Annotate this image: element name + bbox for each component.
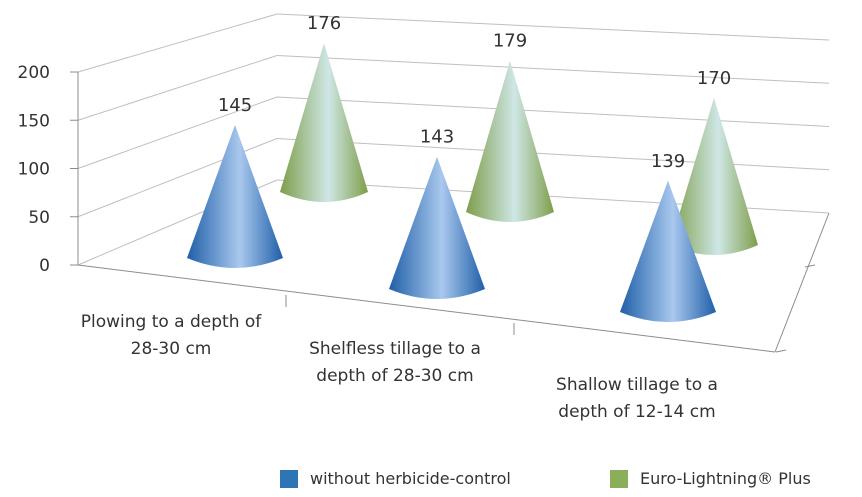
category-label-0: Plowing to a depth of 28-30 cm	[31, 309, 311, 363]
category-label-2: Shallow tillage to a depth of 12-14 cm	[497, 372, 777, 426]
y-tick-label-4: 200	[18, 63, 50, 83]
category-label-0-line-0: Plowing to a depth of	[80, 312, 262, 332]
data-label-series-0-category-1: 143	[420, 127, 454, 148]
y-tick-label-3: 150	[18, 111, 50, 131]
data-label-series-1-category-2: 170	[697, 68, 731, 89]
legend: without herbicide-control Euro-Lightning…	[0, 469, 862, 495]
legend-swatch-series-1	[610, 469, 628, 488]
depth-tick-mark-1	[775, 349, 787, 353]
category-label-2-line-1: depth of 12-14 cm	[558, 402, 716, 422]
cone-series-1-category-2	[670, 97, 758, 255]
x-axis-line	[77, 264, 776, 353]
axes	[70, 71, 830, 353]
y-tick-label-0: 0	[39, 256, 50, 276]
gridline-back-wall-4	[276, 13, 830, 41]
depth-tick-mark-0	[804, 264, 816, 268]
gridline-left-wall-2	[77, 96, 278, 169]
category-label-2-line-0: Shallow tillage to a	[556, 375, 718, 395]
gridline-left-wall-3	[77, 55, 278, 121]
category-label-1-line-1: depth of 28-30 cm	[316, 366, 474, 386]
data-label-series-1-category-1: 179	[493, 31, 527, 52]
legend-label-series-0: without herbicide-control	[310, 469, 511, 488]
legend-swatch-series-0	[280, 469, 298, 488]
cone-series-1-category-1	[466, 60, 554, 223]
category-label-1-line-0: Shelfless tillage to a	[309, 339, 481, 359]
cone-series-0-category-1	[389, 156, 485, 299]
depth-axis-line	[774, 212, 830, 353]
category-label-1: Shelfless tillage to a depth of 28-30 cm	[255, 336, 535, 390]
category-label-0-line-1: 28-30 cm	[130, 339, 212, 359]
legend-item-series-0: without herbicide-control	[280, 469, 511, 488]
gridline-back-wall-3	[276, 55, 830, 84]
cone-series-0-category-2	[620, 180, 716, 322]
cone-series-0-category-0	[187, 124, 283, 268]
data-labels: 176 179 170 145 143 139	[218, 13, 731, 172]
gridlines	[77, 13, 830, 266]
y-tick-label-2: 100	[18, 160, 50, 180]
data-label-series-0-category-2: 139	[651, 151, 685, 172]
gridline-left-wall-4	[77, 13, 278, 73]
y-tick-labels: 0 50 100 150 200	[18, 63, 50, 276]
gridline-back-wall-2	[276, 96, 830, 127]
cones	[187, 43, 758, 322]
gridline-back-wall-1	[276, 138, 830, 171]
cone-series-1-category-0	[280, 43, 368, 202]
y-tick-label-1: 50	[28, 208, 50, 228]
legend-item-series-1: Euro-Lightning® Plus	[610, 469, 811, 488]
legend-label-series-1: Euro-Lightning® Plus	[640, 469, 811, 488]
data-label-series-1-category-0: 176	[307, 13, 341, 34]
data-label-series-0-category-0: 145	[218, 95, 252, 116]
